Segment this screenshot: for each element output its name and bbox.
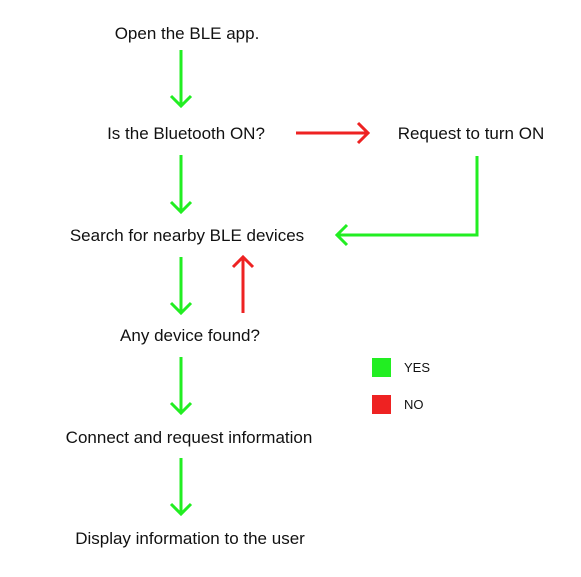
step-search-devices: Search for nearby BLE devices <box>69 226 305 245</box>
arrowhead <box>169 502 193 517</box>
legend-yes-label: YES <box>404 360 431 375</box>
arrowhead <box>334 223 349 247</box>
arrow-check-to-request <box>296 121 371 145</box>
arrow-open-to-check <box>169 50 193 109</box>
legend-no-swatch <box>372 395 391 414</box>
arrow-check-to-search <box>169 155 193 215</box>
arrow-request-to-search <box>334 156 479 247</box>
step-open-app: Open the BLE app. <box>114 24 260 43</box>
arrowhead <box>169 94 193 109</box>
arrow-found-to-connect <box>169 357 193 416</box>
legend-no-label: NO <box>404 397 424 412</box>
step-connect: Connect and request information <box>65 428 313 447</box>
legend-yes: YES <box>372 358 430 377</box>
arrowhead <box>231 254 255 269</box>
arrow-shaft <box>337 156 479 237</box>
step-device-found: Any device found? <box>120 326 260 345</box>
arrow-found-to-search <box>231 254 255 313</box>
arrow-connect-to-display <box>169 458 193 517</box>
arrow-search-to-found <box>169 257 193 316</box>
step-display-info: Display information to the user <box>75 529 305 548</box>
arrowhead <box>169 301 193 316</box>
step-request-turn-on: Request to turn ON <box>397 124 545 143</box>
arrowhead <box>356 121 371 145</box>
arrowhead <box>169 200 193 215</box>
step-bluetooth-check: Is the Bluetooth ON? <box>107 124 265 143</box>
legend-no: NO <box>372 395 424 414</box>
arrowhead <box>169 401 193 416</box>
legend-yes-swatch <box>372 358 391 377</box>
